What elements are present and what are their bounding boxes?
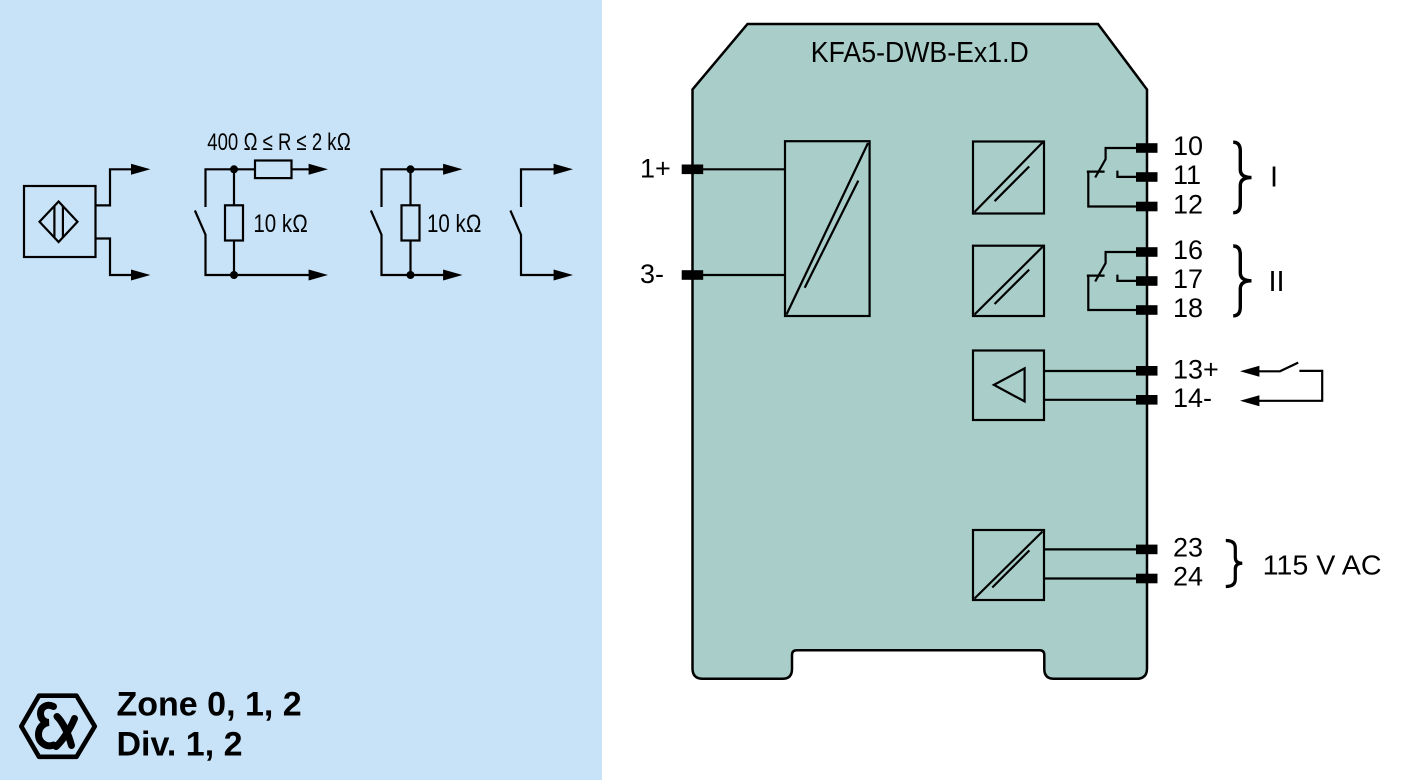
svg-text:13+: 13+: [1173, 355, 1219, 385]
svg-text:I: I: [1270, 161, 1278, 193]
svg-text:24: 24: [1173, 562, 1203, 592]
svg-text:400 Ω ≤ R ≤ 2 kΩ: 400 Ω ≤ R ≤ 2 kΩ: [207, 129, 350, 156]
svg-text:115 V AC: 115 V AC: [1263, 549, 1382, 580]
svg-text:10 kΩ: 10 kΩ: [427, 210, 482, 238]
svg-text:10 kΩ: 10 kΩ: [253, 210, 308, 238]
svg-text:Div. 1, 2: Div. 1, 2: [117, 726, 243, 764]
svg-text:16: 16: [1173, 235, 1203, 265]
svg-text:14-: 14-: [1173, 383, 1212, 413]
svg-text:17: 17: [1173, 264, 1203, 294]
svg-text:Zone 0, 1, 2: Zone 0, 1, 2: [117, 686, 302, 724]
svg-text:3-: 3-: [640, 259, 664, 289]
svg-text:1+: 1+: [640, 153, 671, 183]
svg-text:23: 23: [1173, 532, 1203, 562]
svg-text:II: II: [1269, 266, 1285, 298]
svg-text:KFA5-DWB-Ex1.D: KFA5-DWB-Ex1.D: [811, 37, 1029, 69]
svg-text:10: 10: [1173, 131, 1203, 161]
svg-text:18: 18: [1173, 293, 1203, 323]
svg-text:12: 12: [1173, 189, 1203, 219]
svg-text:11: 11: [1173, 160, 1201, 190]
